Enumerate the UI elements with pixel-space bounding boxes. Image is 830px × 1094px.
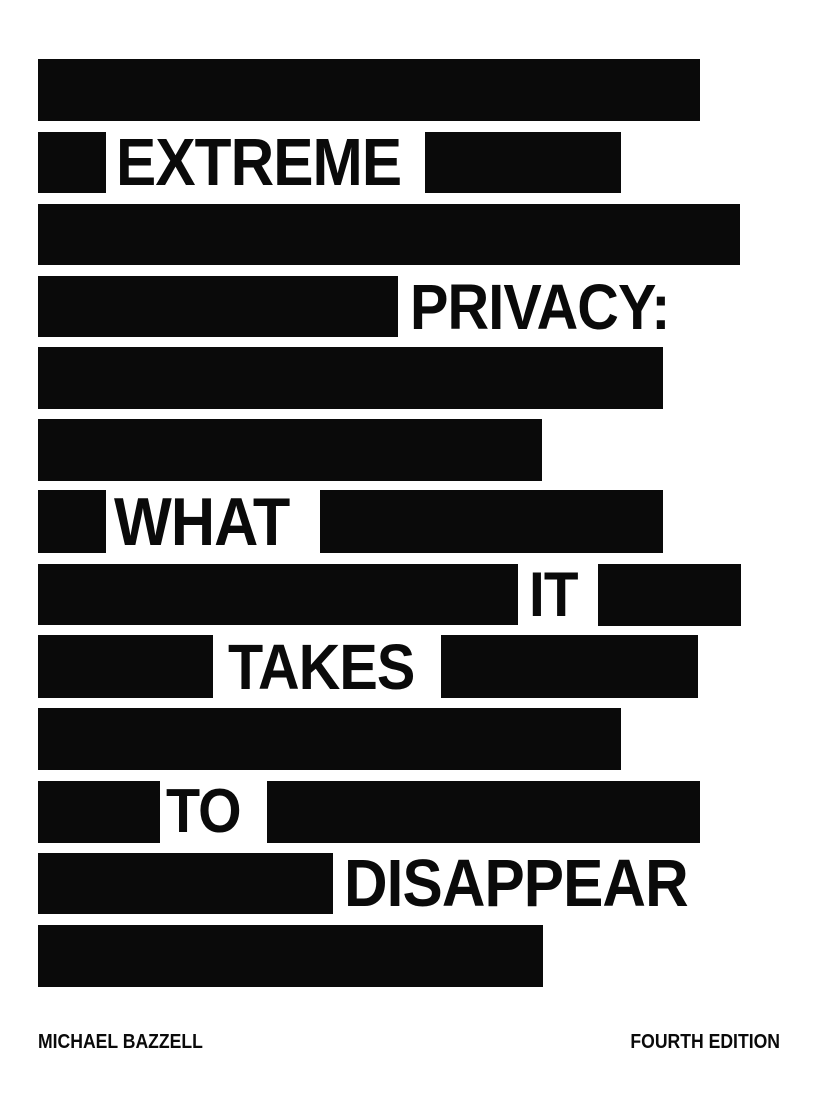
redaction-bar — [38, 204, 740, 265]
redaction-bar — [598, 564, 741, 626]
redaction-bar — [38, 276, 398, 337]
redaction-bar — [425, 132, 621, 193]
title-word-privacy: PRIVACY: — [410, 270, 670, 343]
title-word-what: WHAT — [114, 483, 290, 560]
redaction-bar — [38, 490, 106, 553]
redaction-bar — [38, 59, 700, 121]
redaction-bar — [38, 853, 333, 914]
title-word-disappear: DISAPPEAR — [344, 846, 689, 921]
redaction-bar — [38, 781, 160, 843]
redaction-bar — [38, 708, 621, 770]
redaction-bar — [38, 419, 542, 481]
title-word-takes: TAKES — [228, 630, 415, 703]
edition-label: FOURTH EDITION — [630, 1031, 780, 1053]
redaction-bar — [38, 347, 663, 409]
redaction-bar — [38, 132, 106, 193]
redaction-bar — [38, 564, 518, 625]
title-word-to: TO — [166, 777, 242, 846]
redaction-bar — [267, 781, 700, 843]
redaction-bar — [38, 635, 213, 698]
redaction-bar — [441, 635, 698, 698]
title-word-it: IT — [529, 559, 578, 630]
title-word-extreme: EXTREME — [116, 125, 402, 200]
author-name: MICHAEL BAZZELL — [38, 1031, 203, 1053]
redaction-bar — [38, 925, 543, 987]
redaction-bar — [320, 490, 663, 553]
